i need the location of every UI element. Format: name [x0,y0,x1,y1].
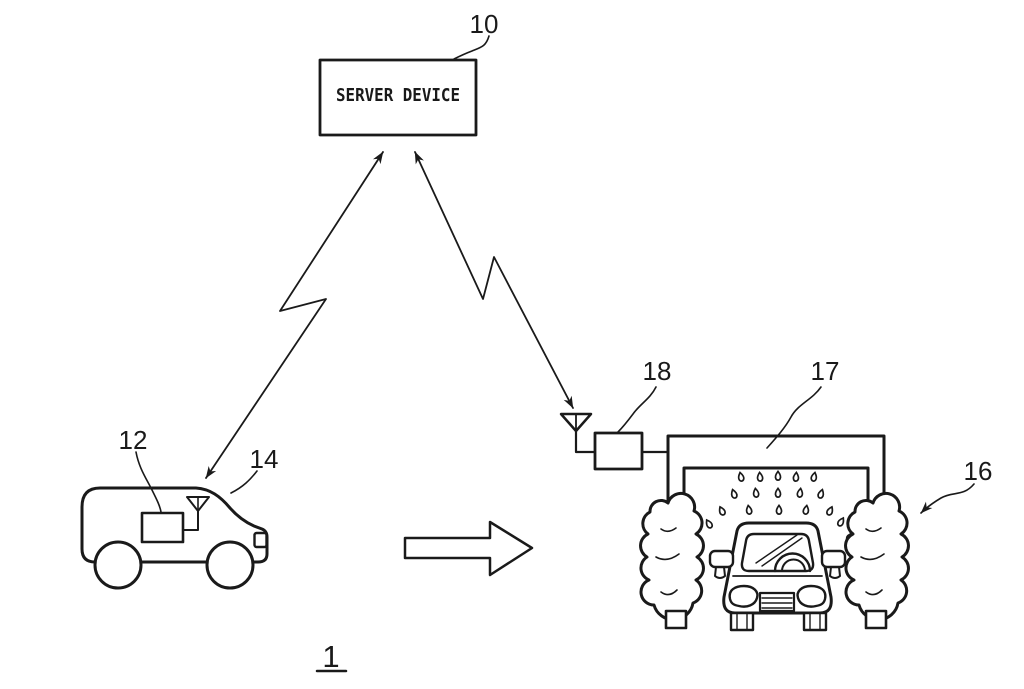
headlight-right [796,584,827,608]
vehicle-antenna-icon [182,496,210,531]
vehicle-wheel-front [205,540,255,590]
side-mirror-right [820,549,847,579]
vehicle-wheel-rear [93,540,143,590]
leader-line-17 [766,386,822,449]
carwash-controller-box [593,431,644,471]
ref-numeral-17: 17 [811,356,840,386]
figure-number: 1 [315,639,348,674]
windshield-reflection [755,534,803,567]
car-wheel-right [802,611,828,632]
ref-numeral-14: 14 [250,444,279,474]
side-mirror-left [708,549,735,579]
steering-wheel-inner [781,558,806,572]
washed-car [708,521,847,632]
ref-numeral-18: 18 [643,356,672,386]
figure-number-text: 1 [322,639,339,674]
server-device: SERVER DEVICE 10 [318,9,499,137]
wireless-link-carwash [414,151,574,409]
leader-arrow-16 [920,483,975,514]
headlight-left [728,584,759,608]
leader-line-14 [230,470,258,494]
brush-right [844,491,910,622]
grille [758,591,796,613]
brush-left [639,491,705,622]
ref-numeral-12: 12 [119,425,148,455]
carwash-antenna-icon [559,412,597,454]
brush-base-left [664,609,688,630]
leader-line-12 [135,451,162,513]
leader-line-10 [453,35,490,60]
car-wheel-left [729,611,755,632]
onboard-device-box [140,511,185,544]
brush-base-right [864,609,888,630]
vehicle-headlight [253,531,268,549]
ref-numeral-16: 16 [964,456,993,486]
ref-numeral-10: 10 [470,9,499,39]
wireless-link-vehicle [205,151,384,479]
server-device-label: SERVER DEVICE [336,86,460,106]
carwash: 18 17 16 [559,356,993,632]
vehicle: 12 14 [80,425,279,590]
steering-wheel-outer [773,552,812,573]
direction-arrow [403,520,534,577]
server-device-box [318,58,478,137]
leader-line-18 [617,386,657,433]
washed-car-windshield [740,532,815,573]
